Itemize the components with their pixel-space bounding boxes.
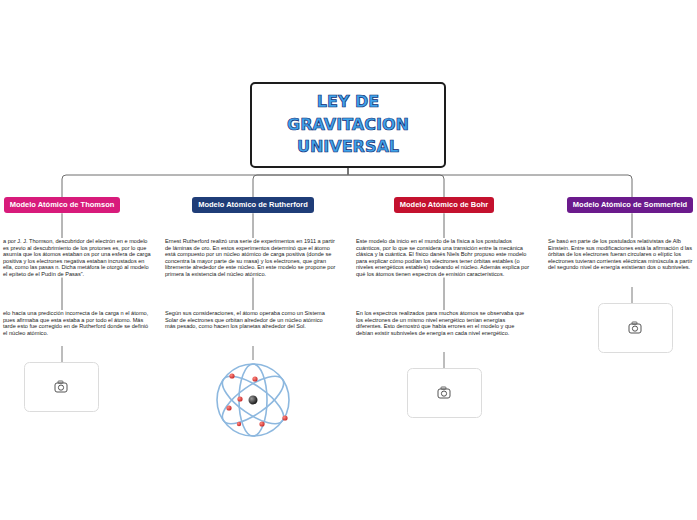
subtopic-note: elo hacía una predicción incorrecta de l… [3, 310, 151, 336]
connector-line [444, 278, 445, 310]
leader-line [444, 352, 445, 368]
topic-box: Modelo Atómico de Thomson [4, 197, 121, 213]
subtopic-note: Ernest Rutherford realizó una serie de e… [165, 238, 341, 278]
note-text: Según sus consideraciones, el átomo oper… [165, 310, 325, 330]
title-box: LEY DE GRAVITACION UNIVERSAL [250, 82, 446, 168]
topic-box: Modelo Atómico de Sommerfeld [567, 197, 693, 213]
connector-line [444, 213, 445, 238]
note-text: En los espectros realizados para muchos … [356, 310, 532, 336]
note-text: elo hacía una predicción incorrecta de l… [3, 310, 151, 336]
subtopic-note: Se basó en parte de los postulados relat… [548, 238, 693, 271]
subtopic-note: Este modelo da inicio en el mundo de la … [356, 238, 532, 278]
topic-label: Modelo Atómico de Rutherford [198, 201, 308, 209]
title-text: LEY DE GRAVITACION UNIVERSAL [260, 91, 436, 158]
note-text: Ernest Rutherford realizó una serie de e… [165, 238, 341, 278]
connector-line [62, 278, 63, 310]
connector-line [348, 168, 444, 197]
topic-box: Modelo Atómico de Rutherford [192, 197, 314, 213]
connector-line [253, 168, 348, 197]
leader-line [632, 287, 633, 303]
connector-line [253, 278, 254, 310]
note-text: a por J. J. Thomson, descubridor del ele… [3, 238, 151, 278]
leader-line [62, 346, 63, 362]
subtopic-note: En los espectros realizados para muchos … [356, 310, 532, 336]
connector-line [253, 213, 254, 238]
topic-label: Modelo Atómico de Thomson [10, 201, 115, 209]
subtopic-note: a por J. J. Thomson, descubridor del ele… [3, 238, 151, 278]
leader-line [253, 346, 254, 360]
atom-illustration [215, 364, 290, 436]
topic-label: Modelo Atómico de Sommerfeld [573, 201, 687, 209]
topic-box: Modelo Atómico de Bohr [394, 197, 494, 213]
image-placeholder [408, 369, 482, 418]
topic-label: Modelo Atómico de Bohr [400, 201, 488, 209]
note-text: Se basó en parte de los postulados relat… [548, 238, 693, 271]
image-placeholder [599, 304, 673, 353]
subtopic-note: Según sus consideraciones, el átomo oper… [165, 310, 325, 330]
connector-line [62, 168, 348, 197]
connector-line [632, 213, 633, 238]
image-placeholder [25, 363, 99, 412]
connector-line [348, 168, 632, 197]
connector-line [62, 213, 63, 238]
note-text: Este modelo da inicio en el mundo de la … [356, 238, 532, 278]
